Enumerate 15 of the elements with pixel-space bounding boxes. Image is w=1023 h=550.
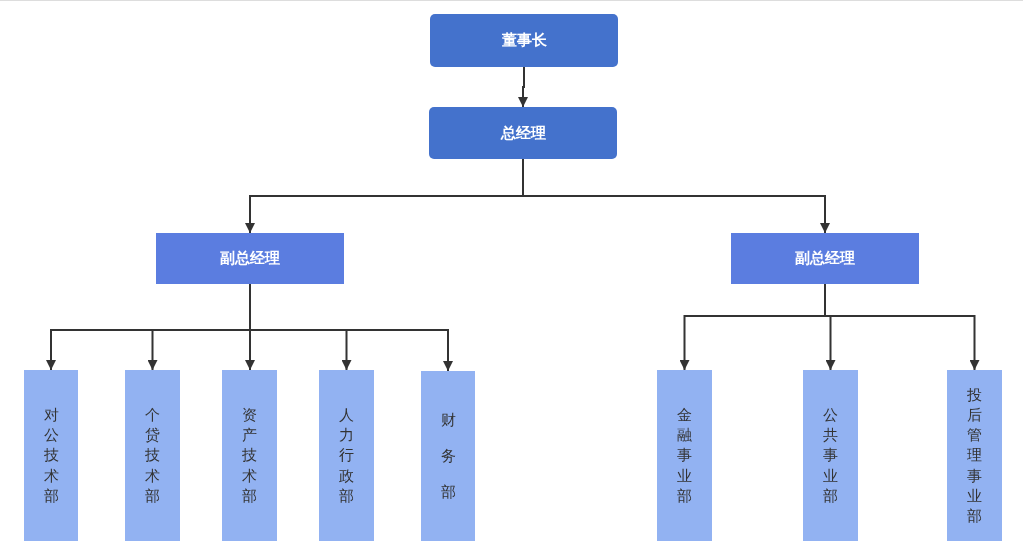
role-box: 副总经理 xyxy=(156,233,344,284)
department-box: 投后管理事业部 xyxy=(947,370,1002,541)
role-box: 总经理 xyxy=(429,107,617,159)
department-box: 个贷技术部 xyxy=(125,370,180,541)
connector-arrow xyxy=(518,66,528,108)
role-box: 副总经理 xyxy=(731,233,919,284)
department-box: 公共事业部 xyxy=(803,370,858,541)
department-box: 对公技术部 xyxy=(24,370,78,541)
department-box: 财务部 xyxy=(421,371,475,541)
connector-arrow xyxy=(522,158,830,234)
department-box: 金融事业部 xyxy=(657,370,712,541)
department-box: 资产技术部 xyxy=(222,370,277,541)
connector-arrow xyxy=(249,283,453,372)
role-box: 董事长 xyxy=(430,14,618,67)
department-box: 人力行政部 xyxy=(319,370,374,541)
